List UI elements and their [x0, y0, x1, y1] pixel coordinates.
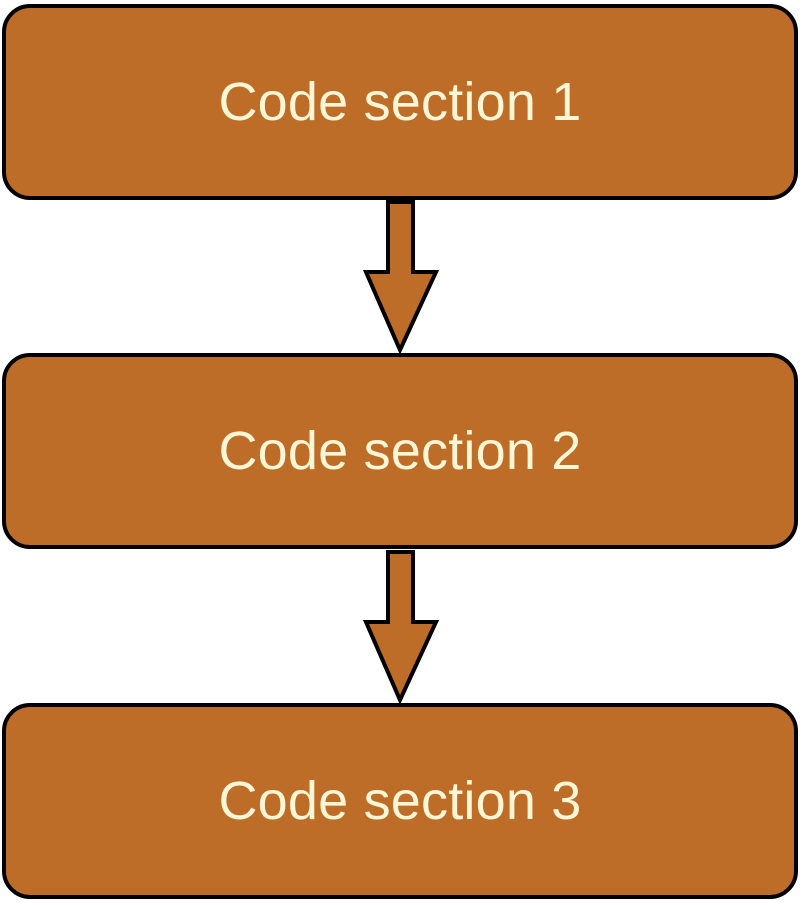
code-section-3-box: Code section 3	[2, 703, 798, 899]
down-arrow-1-to-2	[362, 200, 440, 355]
code-section-3-label: Code section 3	[218, 771, 582, 831]
code-section-2-label: Code section 2	[218, 421, 582, 481]
down-arrow-2-to-3	[362, 550, 440, 705]
code-section-2-box: Code section 2	[2, 353, 798, 549]
code-section-1-box: Code section 1	[2, 4, 798, 200]
code-section-1-label: Code section 1	[218, 72, 582, 132]
